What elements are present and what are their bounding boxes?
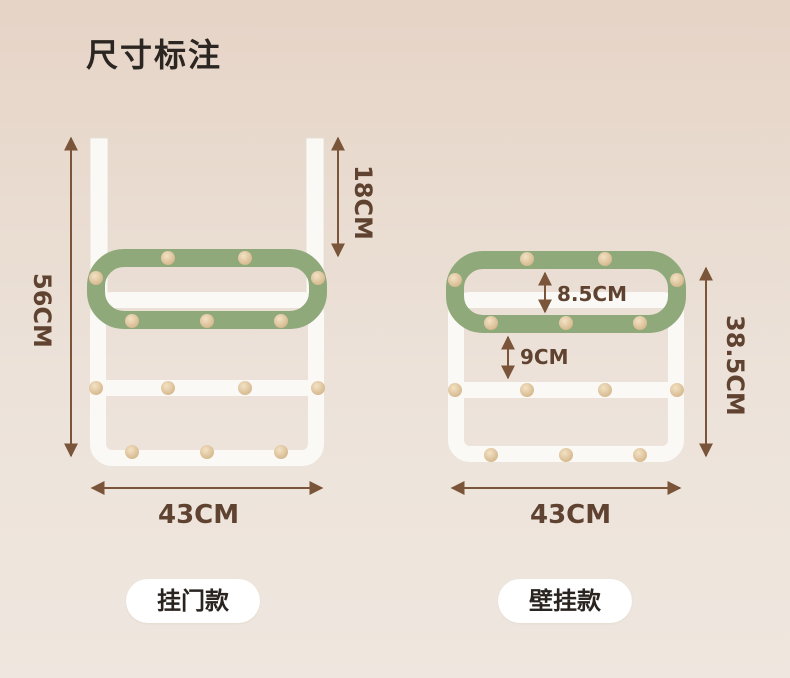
wall-hanger-pegs [448, 252, 684, 462]
wall-hanger [446, 251, 686, 462]
page-title: 尺寸标注 [86, 36, 223, 74]
door-hanger [87, 137, 327, 466]
wall-gap-label: 9CM [520, 345, 569, 369]
door-model-pill: 挂门款 [126, 579, 260, 623]
wall-model-pill: 壁挂款 [498, 579, 632, 623]
wall-height-label: 38.5CM [721, 315, 749, 416]
door-width-label: 43CM [158, 500, 240, 530]
wall-inner-label: 8.5CM [557, 282, 628, 306]
door-hook-label: 18CM [349, 165, 377, 240]
door-height-label: 56CM [28, 273, 56, 348]
door-hanger-pegs [89, 251, 325, 459]
wall-width-label: 43CM [530, 500, 612, 530]
